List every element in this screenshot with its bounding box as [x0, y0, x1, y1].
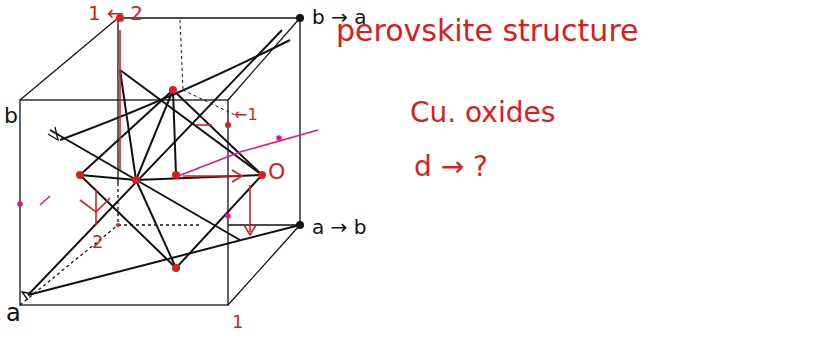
callout-number: ←1 [234, 106, 258, 124]
axis-label: a [6, 300, 21, 326]
callout-number: 2 [92, 232, 103, 252]
note: Cu. oxides [410, 98, 555, 129]
swap-note: 1 ← 2 [88, 2, 143, 24]
atom-label: O [268, 160, 285, 184]
axis-swap: a → b [312, 216, 366, 238]
title-note: perovskite structure [336, 14, 639, 47]
callout-number: 1 [232, 312, 243, 332]
axis-label: b [4, 104, 18, 128]
note: d → ? [414, 152, 488, 183]
